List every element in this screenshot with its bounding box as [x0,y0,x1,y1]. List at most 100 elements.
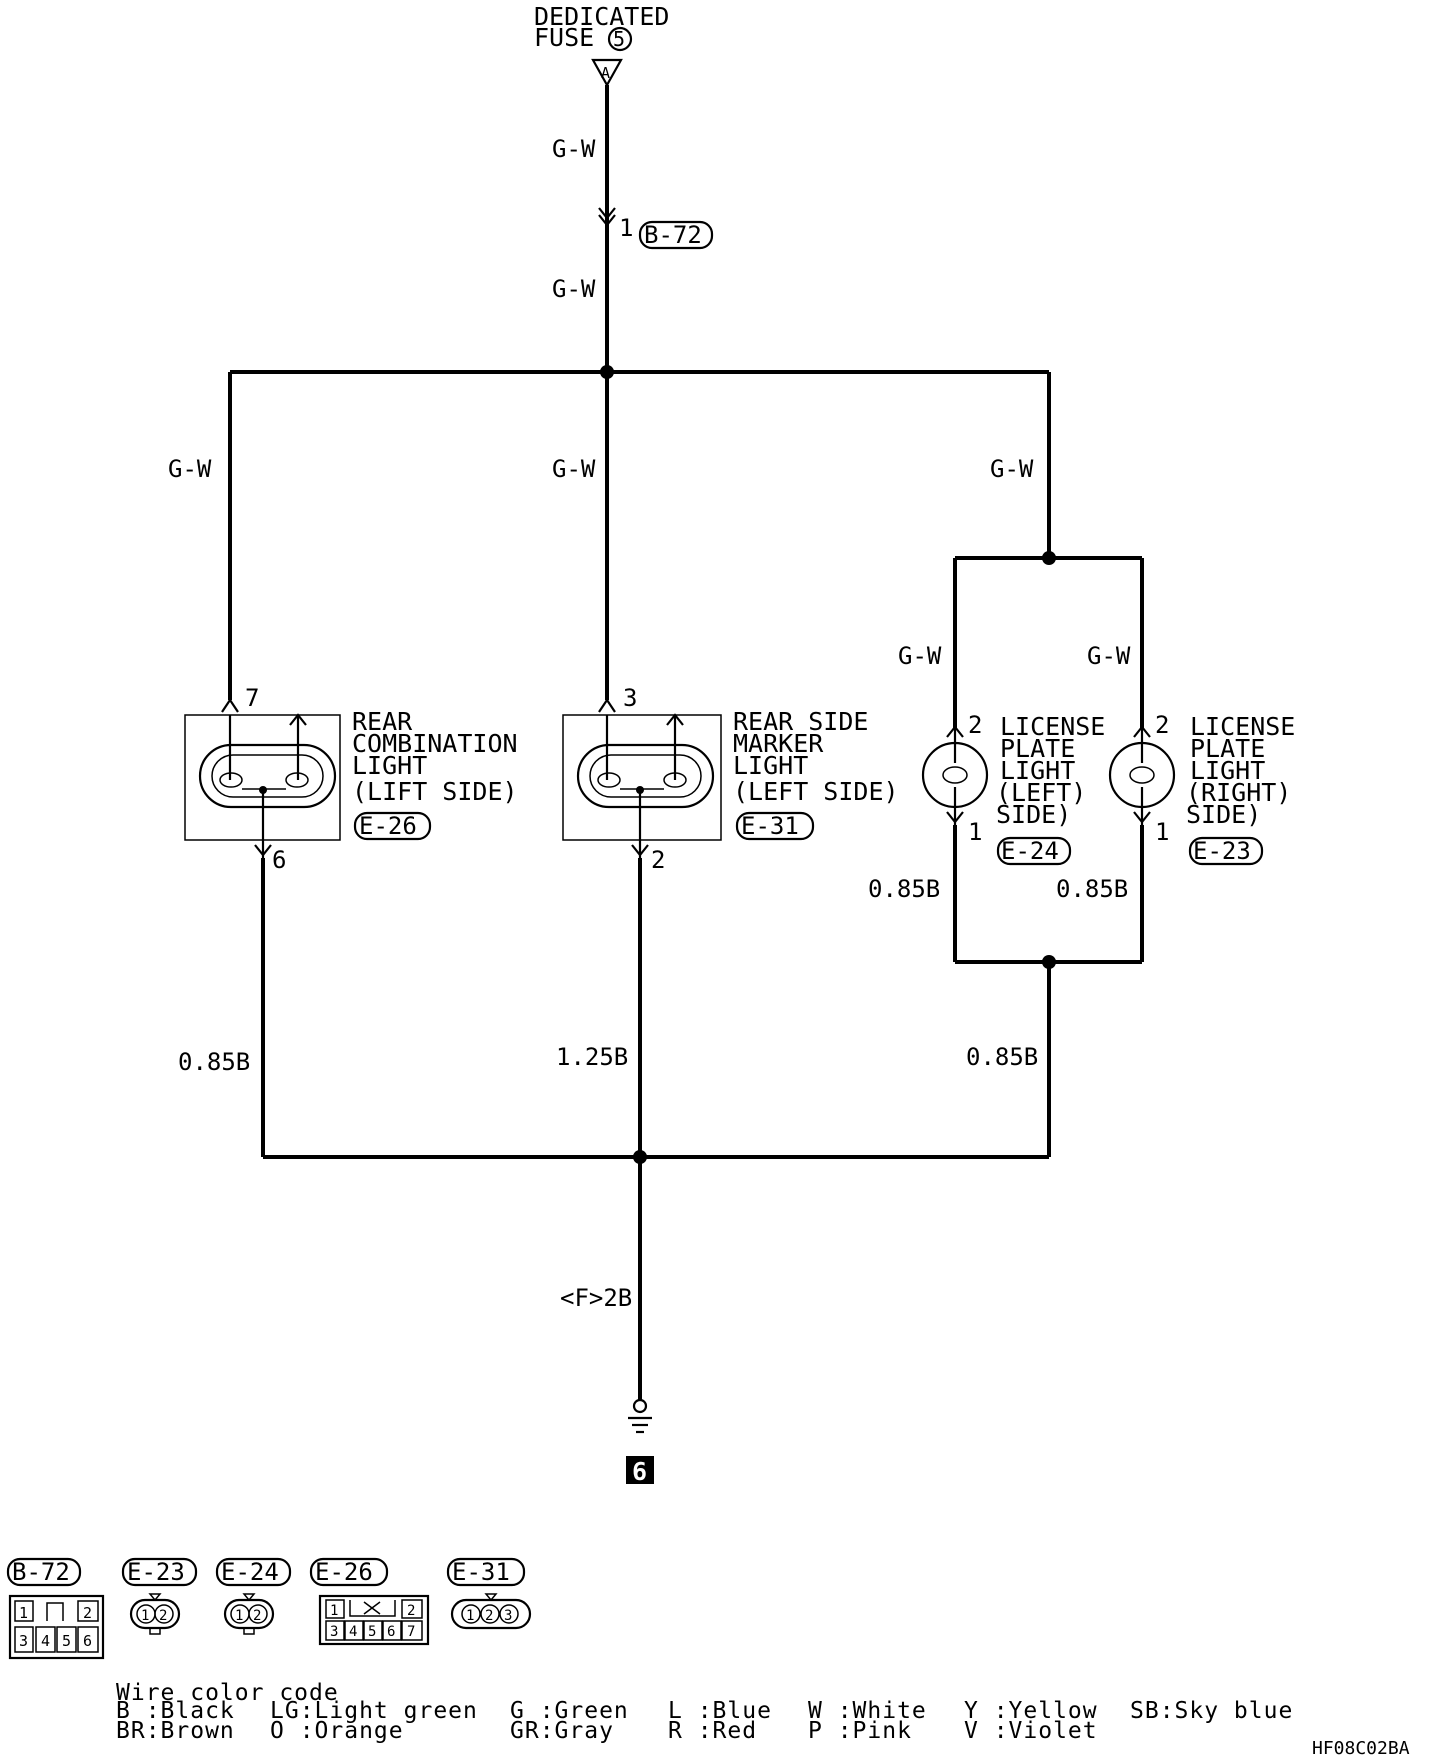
rear-combination-line3: LIGHT [352,751,427,780]
wire-label-gw-lic-left: G-W [898,642,942,670]
pin-label: 3 [19,1632,28,1650]
color-code-item: P :Pink [808,1718,912,1744]
wire-label-gw-center: G-W [552,455,596,483]
e23-tag: E-23 [1193,837,1251,865]
wire-label-ground: <F>2B [560,1284,632,1312]
license-right-line5: SIDE) [1186,800,1261,829]
junction-dot [1042,551,1056,565]
pin-arrow-icon [1133,811,1151,824]
e23-pin-top: 2 [1155,711,1169,739]
pin-cell [14,1626,34,1653]
pin-label: 2 [407,1603,415,1619]
pin-label: 1 [19,1604,28,1622]
connector-e26-body [318,1594,430,1646]
filament-icon [285,772,309,788]
pin-arrow-icon [631,844,649,857]
license-left-line3: LIGHT [1000,756,1075,785]
pin-arrow-icon [254,844,272,857]
fuse-connector-triangle-icon [591,58,623,88]
e26-pin-top: 7 [245,684,259,712]
pin-label: 4 [349,1624,357,1640]
e26-pin-bottom: 6 [272,846,286,874]
wire-label-lic-left-bottom: 0.85B [868,875,940,903]
e26-tag-frame [353,811,432,841]
e31-tag-frame [735,811,815,841]
color-code-item: Y :Yellow [964,1698,1098,1724]
connector-cross-icon [363,1601,381,1615]
pin-label: 7 [407,1624,415,1640]
pin-circle [499,1604,519,1624]
connector-tab-icon [243,1627,255,1635]
e24-pin-bottom: 1 [968,818,982,846]
view-e24-tag-frame [215,1557,292,1587]
e24-tag-frame [996,836,1072,866]
pin-cell [344,1620,364,1641]
fuse-connector-letter: A [601,64,610,82]
pin-label: 2 [159,1608,167,1624]
wire-label-gw-top: G-W [552,135,596,163]
color-code-item: BR:Brown [116,1718,235,1744]
pin-cell [77,1626,99,1653]
pin-arrow-icon [289,713,307,726]
pin-cell [401,1599,423,1619]
figure-id: HF08C02BA [1312,1738,1410,1758]
connector-e31-body [450,1598,532,1630]
connector-b72-body [8,1594,105,1660]
connector-key-icon [46,1602,64,1621]
pin-cell [77,1600,99,1622]
rear-combination-line4: (LIFT SIDE) [352,777,518,806]
license-left-line5: SIDE) [996,800,1071,829]
pin-label: 2 [253,1608,261,1624]
filament-icon [663,772,687,788]
e24-tag: E-24 [1001,837,1059,865]
rear-side-marker-line2: MARKER [733,729,824,758]
wire-label-right-bottom: 0.85B [966,1043,1038,1071]
license-right-line4: (RIGHT) [1186,778,1291,807]
pin-label: 6 [387,1624,395,1640]
pin-circle [480,1604,500,1624]
filament-icon [597,772,621,788]
fuse-label-line2: FUSE [534,23,594,52]
color-code-item: G :Green [510,1698,629,1724]
connector-latch-icon [242,1593,256,1602]
b72-tag: B-72 [644,221,702,249]
connector-key-icon [349,1600,396,1617]
fuse-label-line1: DEDICATED [534,2,669,31]
license-left-line2: PLATE [1000,734,1075,763]
lamp-bulb-inner-icon [211,754,324,798]
connector-arrow-icon [598,214,616,227]
pin-label: 1 [466,1608,474,1624]
wire-gap [1132,730,1152,825]
color-code-item: GR:Gray [510,1718,614,1744]
color-code-title: Wire color code [116,1680,339,1706]
lamp-bulb-outer-icon [576,743,715,809]
rear-side-marker-line4: (LEFT SIDE) [733,777,899,806]
view-e31-tag-frame [446,1557,526,1587]
color-code-item: L :Blue [668,1698,772,1724]
license-right-line1: LICENSE [1190,712,1295,741]
view-e26-tag: E-26 [315,1558,373,1586]
pin-cell [56,1626,77,1653]
e23-pin-bottom: 1 [1155,818,1169,846]
connector-arrow-icon [598,207,616,220]
fuse-number-circle [607,26,633,52]
pin-cell [325,1620,345,1641]
rear-combination-line1: REAR [352,707,413,736]
wire-label-gw-right: G-W [990,455,1034,483]
lamp-bulb-inner-icon [589,754,702,798]
wire-label-left-bottom: 0.85B [178,1048,250,1076]
color-code-item: W :White [808,1698,927,1724]
pin-circle [461,1604,481,1624]
pin-circle [248,1604,268,1624]
pin-label: 4 [41,1632,50,1650]
pin-label: 2 [485,1608,493,1624]
pin-label: 1 [235,1608,243,1624]
connector-latch-icon [484,1593,498,1602]
pin-label: 3 [330,1624,338,1640]
pin-arrow-icon [221,698,239,713]
pin-label: 1 [330,1603,338,1619]
filament-icon [1129,766,1155,784]
b72-pin: 1 [619,214,633,242]
pin-label: 6 [83,1632,92,1650]
color-code-item: V :Violet [964,1718,1098,1744]
